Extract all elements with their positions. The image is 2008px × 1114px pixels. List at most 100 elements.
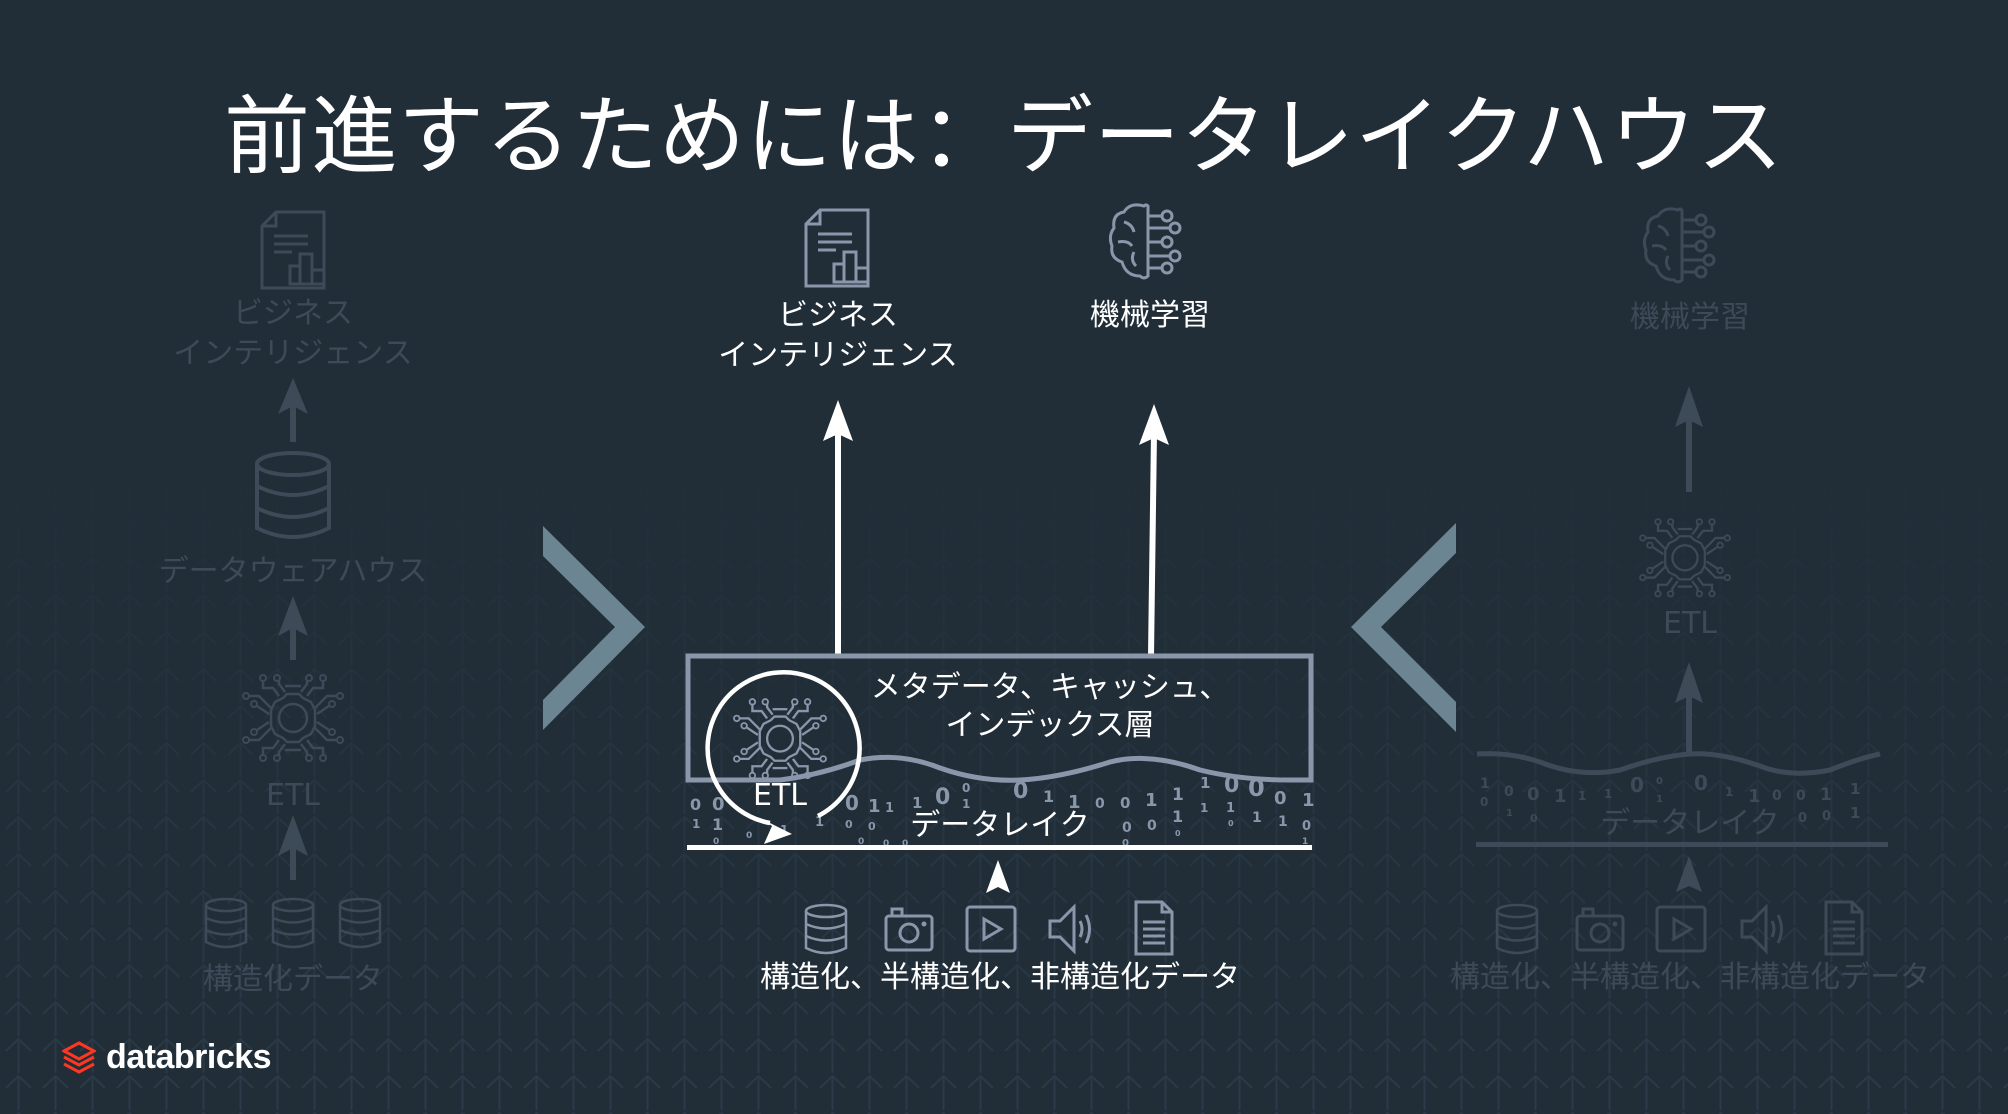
svg-text:0: 0 — [1630, 773, 1644, 797]
center-source-audio-icon — [1048, 905, 1091, 953]
right-ml-label: 機械学習 — [1630, 300, 1750, 335]
center-source-database-icon — [804, 903, 848, 955]
svg-text:1: 1 — [1656, 794, 1663, 805]
svg-text:0: 0 — [962, 781, 970, 795]
svg-text:1: 1 — [1554, 786, 1567, 807]
svg-text:0: 0 — [845, 818, 853, 831]
svg-text:0: 0 — [1504, 784, 1514, 800]
center-ml-label: 機械学習 — [1090, 298, 1210, 333]
metadata-layer-label-line1: メタデータ、キャッシュ、 — [870, 670, 1230, 705]
right-source-audio-icon — [1740, 905, 1783, 953]
svg-text:1: 1 — [1850, 780, 1860, 798]
svg-text:1: 1 — [1578, 789, 1586, 803]
etl-cycle-arrow — [705, 669, 862, 826]
svg-text:0: 0 — [845, 791, 859, 815]
center-arrow-sources-up — [986, 860, 1010, 893]
svg-text:1: 1 — [962, 797, 970, 811]
center-etl-label: ETL — [753, 778, 807, 813]
left-arrow-up-2 — [278, 596, 308, 660]
svg-text:1: 1 — [1172, 807, 1183, 826]
svg-text:0: 0 — [902, 839, 908, 849]
right-source-document-icon — [1824, 900, 1864, 956]
svg-text:0: 0 — [1122, 838, 1129, 849]
svg-text:1: 1 — [1200, 801, 1208, 815]
left-bi-icon — [260, 210, 326, 290]
svg-text:0: 0 — [1274, 788, 1287, 809]
svg-text:1: 1 — [1172, 785, 1184, 805]
svg-text:0: 0 — [1120, 794, 1130, 812]
svg-text:0: 0 — [1224, 773, 1239, 798]
left-arrow-up-1 — [278, 378, 308, 442]
svg-text:0: 0 — [1796, 788, 1806, 804]
data-lake-label: データレイク — [910, 808, 1090, 843]
databricks-logo: databricks — [62, 1038, 272, 1077]
left-db-icon-2 — [271, 897, 315, 949]
svg-text:1: 1 — [1820, 785, 1832, 805]
center-bi-label-line2: インテリジェンス — [718, 338, 958, 373]
svg-text:0: 0 — [1147, 818, 1157, 834]
svg-text:0: 0 — [1302, 819, 1311, 834]
svg-text:0: 0 — [1798, 811, 1807, 826]
right-lake-wave — [1476, 751, 1881, 776]
left-source-label: 構造化データ — [203, 962, 383, 997]
svg-text:1: 1 — [1200, 774, 1210, 792]
svg-text:0: 0 — [858, 837, 864, 847]
center-source-document-icon — [1134, 900, 1174, 956]
svg-text:1: 1 — [868, 796, 881, 817]
center-ml-brain-icon — [1108, 203, 1182, 280]
left-db-icon-3 — [338, 897, 382, 949]
svg-text:0: 0 — [1480, 795, 1488, 809]
svg-text:1: 1 — [780, 823, 788, 837]
svg-text:1: 1 — [1748, 786, 1761, 807]
center-source-label: 構造化、半構造化、非構造化データ — [760, 960, 1240, 995]
svg-text:0: 0 — [746, 831, 752, 841]
right-etl-icon — [1638, 517, 1732, 598]
left-etl-icon — [241, 673, 345, 763]
databricks-stack-icon — [62, 1040, 96, 1074]
slide-title: 前進するためには：データレイクハウス — [224, 87, 1784, 187]
chevron-right-icon — [543, 526, 645, 730]
svg-text:0: 0 — [712, 794, 725, 815]
binary-data-digits: 0 0 1 1 0 0 1 1 0 1 0 0 0 1 1 0 0 1 0 0 … — [690, 773, 1315, 849]
svg-text:1: 1 — [712, 815, 723, 834]
left-etl-label: ETL — [266, 778, 320, 813]
svg-text:1: 1 — [1302, 837, 1308, 847]
svg-text:0: 0 — [1694, 771, 1708, 795]
right-binary-digits: 1 0 0 1 0 0 1 1 1 0 0 1 0 1 1 0 0 0 1 0 … — [1480, 771, 1860, 826]
center-arrow-to-ml — [1139, 404, 1169, 656]
left-arrow-up-3 — [278, 815, 308, 880]
right-arrow-up-1 — [1675, 386, 1703, 492]
center-source-camera-icon — [884, 907, 934, 952]
svg-text:1: 1 — [1604, 787, 1612, 801]
svg-text:0: 0 — [1248, 774, 1265, 802]
right-ml-brain-icon — [1642, 207, 1716, 284]
center-source-video-icon — [965, 905, 1017, 953]
svg-text:0: 0 — [935, 785, 950, 810]
svg-text:0: 0 — [1175, 829, 1181, 838]
right-source-label: 構造化、半構造化、非構造化データ — [1450, 960, 1930, 995]
svg-text:1: 1 — [1302, 790, 1315, 811]
center-arrow-to-bi — [823, 400, 853, 656]
svg-text:1: 1 — [1506, 808, 1513, 819]
svg-text:0: 0 — [1530, 812, 1538, 825]
svg-text:0: 0 — [1228, 819, 1234, 828]
svg-text:1: 1 — [692, 817, 700, 831]
svg-text:1: 1 — [815, 815, 824, 830]
etl-cycle-arrowhead — [760, 818, 792, 844]
left-warehouse-db-icon — [255, 451, 331, 539]
svg-text:0: 0 — [1822, 809, 1831, 824]
svg-text:1: 1 — [1252, 810, 1262, 826]
logo-text: databricks — [106, 1038, 272, 1076]
svg-text:1: 1 — [1068, 792, 1081, 813]
right-lake-baseline — [1476, 842, 1888, 847]
svg-text:0: 0 — [1656, 776, 1663, 787]
right-etl-label: ETL — [1663, 606, 1717, 641]
left-warehouse-label: データウェアハウス — [158, 554, 428, 589]
center-bi-label-line1: ビジネス — [778, 298, 898, 333]
chevron-left-icon — [1351, 523, 1456, 732]
right-source-database-icon — [1495, 903, 1539, 955]
svg-text:0: 0 — [1772, 788, 1782, 804]
center-etl-icon — [732, 697, 828, 780]
metadata-layer-label-line2: インデックス層 — [945, 708, 1155, 743]
left-bi-label-line1: ビジネス — [233, 296, 353, 331]
